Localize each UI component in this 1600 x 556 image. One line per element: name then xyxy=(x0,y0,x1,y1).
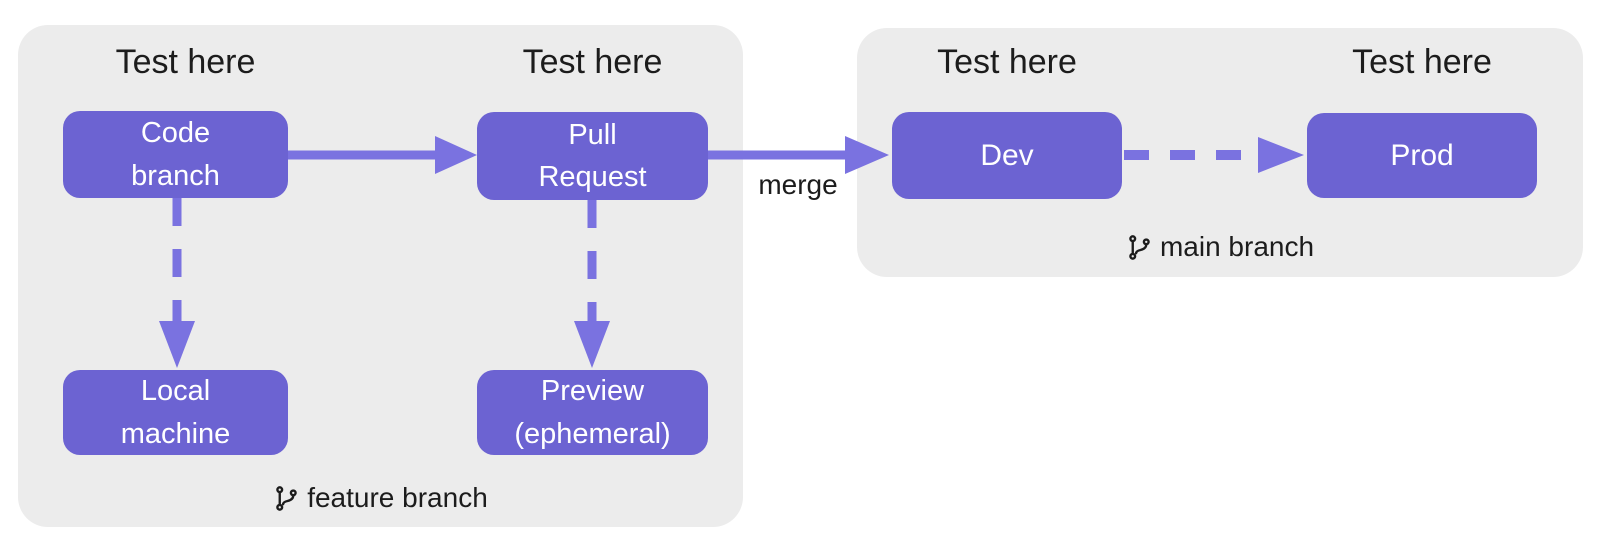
node-code-branch: Code branch xyxy=(63,111,288,198)
test-here-label-pull-request: Test here xyxy=(522,43,663,81)
node-code-branch-line1: Code xyxy=(140,117,211,150)
main-branch-label-row: main branch xyxy=(857,231,1583,263)
node-pull-request: Pull Request xyxy=(477,112,708,200)
node-local-machine-line1: Local xyxy=(140,375,211,408)
node-preview-line1: Preview xyxy=(540,375,645,408)
test-here-label-dev: Test here xyxy=(937,43,1077,81)
feature-branch-label: feature branch xyxy=(307,482,488,513)
merge-edge-label: merge xyxy=(758,169,838,200)
node-code-branch-line2: branch xyxy=(131,159,220,192)
node-prod-label: Prod xyxy=(1390,138,1454,172)
test-here-label-code-branch: Test here xyxy=(115,43,256,81)
git-branch-icon xyxy=(276,485,297,511)
node-preview-ephemeral: Preview (ephemeral) xyxy=(477,370,708,455)
test-here-label-prod: Test here xyxy=(1352,43,1492,81)
node-dev-label: Dev xyxy=(980,138,1034,172)
git-branch-icon xyxy=(1129,234,1150,260)
node-preview-line2: (ephemeral) xyxy=(514,417,671,450)
node-local-machine: Local machine xyxy=(63,370,288,455)
feature-branch-label-row: feature branch xyxy=(18,482,743,514)
main-branch-label: main branch xyxy=(1159,231,1315,262)
node-local-machine-line2: machine xyxy=(120,417,231,450)
node-prod: Prod xyxy=(1307,113,1537,198)
node-pull-request-line1: Pull xyxy=(568,118,617,151)
node-dev: Dev xyxy=(892,112,1122,199)
node-pull-request-line2: Request xyxy=(538,161,647,193)
